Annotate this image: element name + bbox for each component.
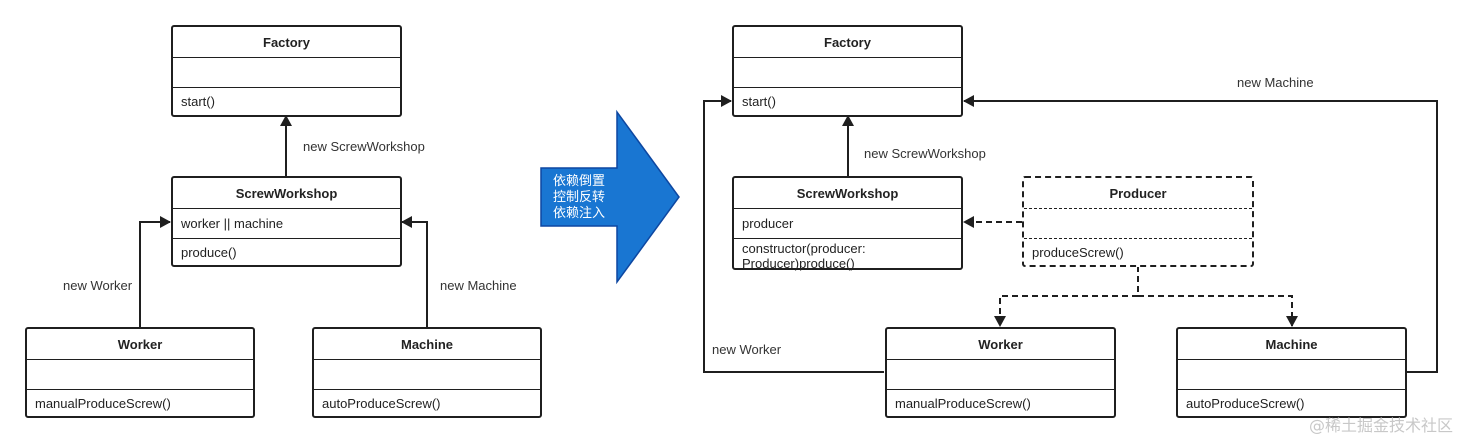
edge-right-producer-to-worker bbox=[994, 266, 1139, 327]
watermark: @稀土掘金技术社区 bbox=[1308, 416, 1453, 435]
class-methods: manualProduceScrew() bbox=[27, 389, 253, 416]
left-screw-workshop-class: ScrewWorkshop worker || machine produce(… bbox=[171, 176, 402, 267]
class-title: Worker bbox=[978, 336, 1023, 352]
left-machine-class: Machine autoProduceScrew() bbox=[312, 327, 542, 418]
class-title: ScrewWorkshop bbox=[235, 185, 338, 201]
class-methods: produceScrew() bbox=[1024, 238, 1252, 265]
class-attributes bbox=[173, 57, 400, 87]
class-attributes bbox=[1178, 359, 1405, 389]
left-label-new-screw-workshop: new ScrewWorkshop bbox=[303, 139, 425, 154]
transform-arrow-label: 依赖倒置 控制反转 依赖注入 bbox=[552, 174, 605, 221]
right-screw-workshop-class: ScrewWorkshop producer constructor(produ… bbox=[732, 176, 963, 271]
right-machine-class: Machine autoProduceScrew() bbox=[1176, 327, 1407, 418]
class-attributes bbox=[887, 359, 1114, 389]
class-methods: start() bbox=[173, 87, 400, 115]
class-methods: start() bbox=[734, 87, 961, 115]
class-attributes bbox=[1024, 208, 1252, 238]
class-title: Machine bbox=[400, 336, 453, 352]
class-methods: constructor(producer: Producer)produce() bbox=[734, 238, 961, 271]
class-attributes: worker || machine bbox=[173, 208, 400, 238]
class-attributes bbox=[27, 359, 253, 389]
right-label-new-screw-workshop: new ScrewWorkshop bbox=[864, 146, 986, 161]
edge-left-machine-to-workshop bbox=[401, 216, 428, 327]
edge-right-worker-to-factory bbox=[703, 95, 884, 373]
edge-right-machine-to-factory bbox=[963, 95, 1438, 373]
class-methods: autoProduceScrew() bbox=[1178, 389, 1405, 416]
right-label-new-worker: new Worker bbox=[712, 342, 782, 357]
class-title: Factory bbox=[824, 34, 871, 50]
class-attributes bbox=[314, 359, 540, 389]
left-label-new-machine: new Machine bbox=[440, 278, 517, 293]
class-title: Factory bbox=[263, 34, 310, 50]
left-worker-class: Worker manualProduceScrew() bbox=[25, 327, 255, 418]
class-title: Machine bbox=[1265, 336, 1318, 352]
edge-left-worker-to-workshop bbox=[139, 216, 171, 327]
class-title: ScrewWorkshop bbox=[796, 185, 899, 201]
right-label-new-machine: new Machine bbox=[1237, 75, 1314, 90]
class-attributes: producer bbox=[734, 208, 961, 238]
right-factory-class: Factory start() bbox=[732, 25, 963, 117]
left-factory-class: Factory start() bbox=[171, 25, 402, 117]
edge-right-producer-to-machine bbox=[1138, 295, 1298, 327]
left-label-new-worker: new Worker bbox=[63, 278, 133, 293]
class-methods: manualProduceScrew() bbox=[887, 389, 1114, 416]
class-title: Worker bbox=[117, 336, 163, 352]
right-worker-class: Worker manualProduceScrew() bbox=[885, 327, 1116, 418]
transform-arrow-shape bbox=[540, 109, 680, 285]
class-attributes bbox=[734, 57, 961, 87]
class-methods: produce() bbox=[173, 238, 400, 265]
class-title: Producer bbox=[1109, 185, 1167, 201]
right-producer-interface: Producer produceScrew() bbox=[1022, 176, 1254, 267]
class-methods: autoProduceScrew() bbox=[314, 389, 540, 416]
